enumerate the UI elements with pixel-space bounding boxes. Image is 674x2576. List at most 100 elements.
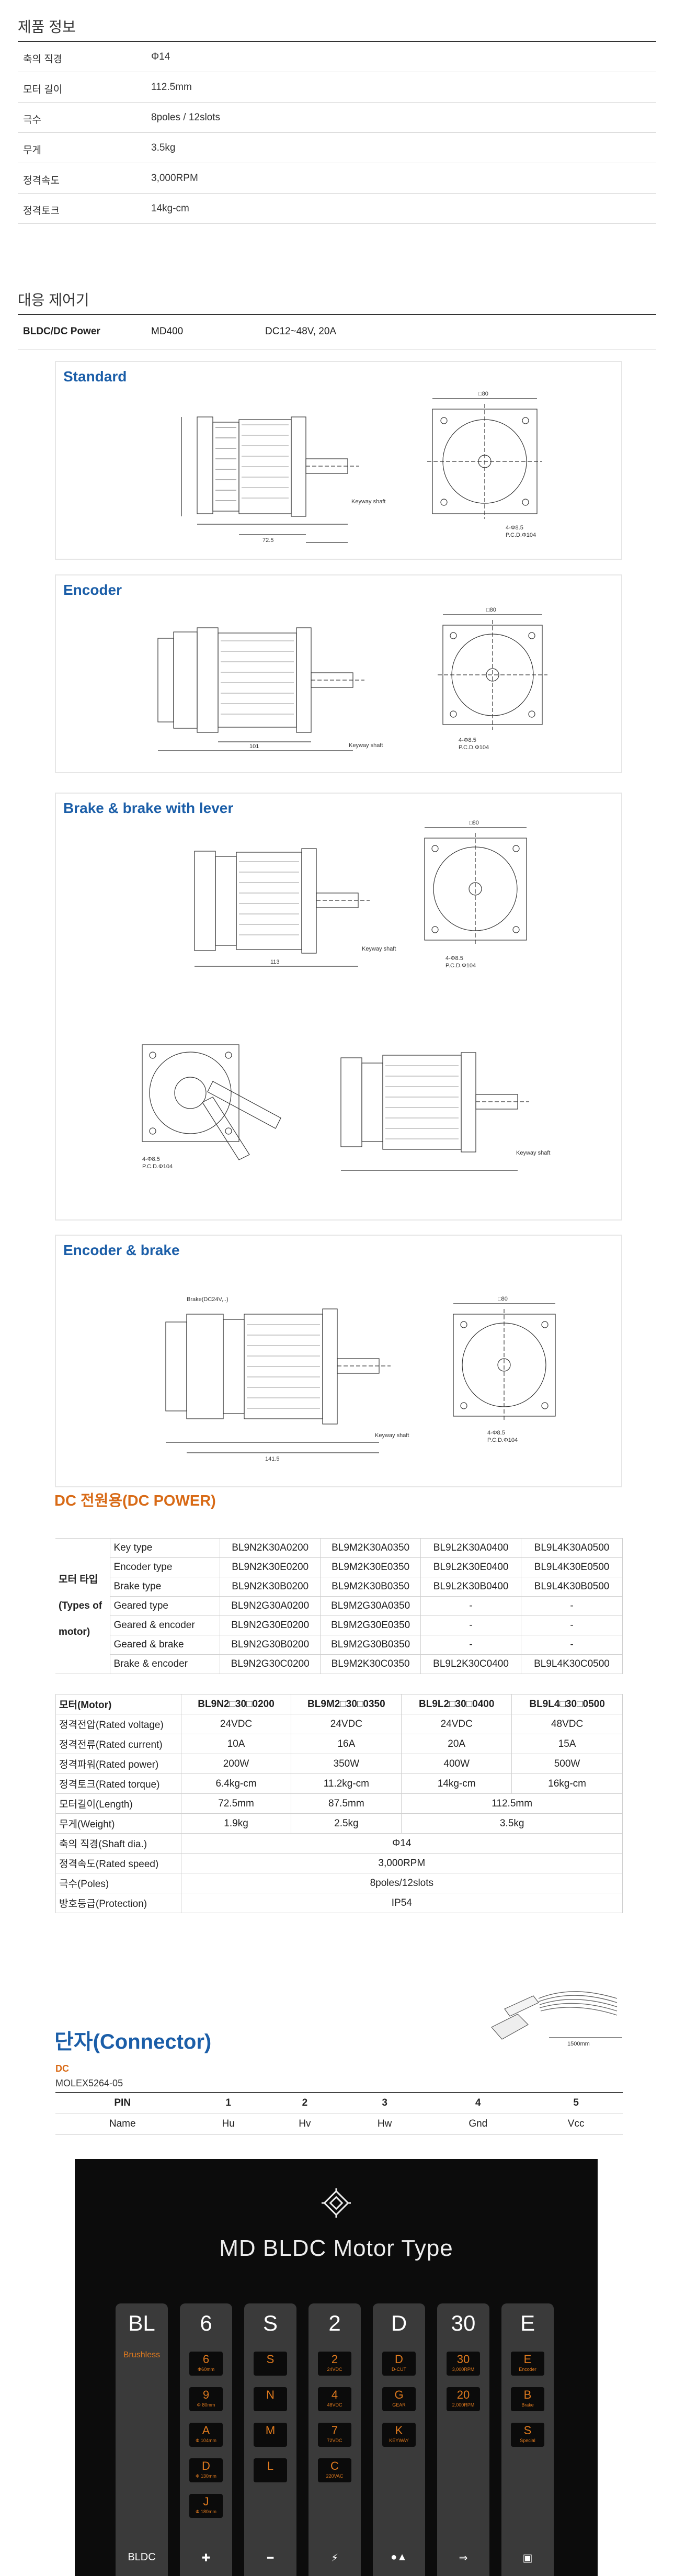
code-option-char: B (523, 2388, 532, 2401)
code-option-desc: D-CUT (392, 2367, 406, 2372)
type-label: Geared type (110, 1596, 221, 1616)
code-option-char: 30 (456, 2353, 470, 2366)
type-label: Encoder type (110, 1557, 221, 1577)
product-info-rule (18, 41, 656, 42)
code-option: C 220VAC (318, 2458, 351, 2482)
drawing-brake-title: Brake & brake with lever (63, 800, 234, 816)
code-option-char: 9 (202, 2388, 210, 2401)
connector-molex-label: MOLEX5264-05 (55, 2078, 123, 2088)
type-model: BL9L4K30A0500 (521, 1538, 623, 1558)
pin-name-cell: Name (55, 2114, 190, 2135)
info-row: 무게 3.5kg (18, 133, 656, 163)
spec-label: 정격속도(Rated speed) (55, 1853, 181, 1873)
type-model: BL9M2K30B0350 (320, 1577, 421, 1597)
code-option-char: C (330, 2459, 339, 2472)
controller-row: BLDC/DC Power MD400 DC12~48V, 20A (18, 315, 656, 349)
spec-value: 16kg-cm (511, 1773, 623, 1794)
code-option-desc: Φ 80mm (197, 2402, 215, 2408)
code-sub: Brushless (123, 2351, 161, 2359)
spec-value: 72.5mm (180, 1793, 292, 1814)
drawing-standard: Standard (55, 361, 622, 560)
spec-value: 87.5mm (291, 1793, 402, 1814)
pin-name-cell: Hu (189, 2114, 267, 2135)
encoder-length-label: 101 (249, 743, 259, 750)
code-option: G GEAR (382, 2387, 416, 2411)
connector-dc-label: DC (55, 2063, 69, 2074)
spec-value: 16A (291, 1734, 402, 1754)
code-option-desc: Encoder (519, 2367, 536, 2372)
type-model: - (420, 1615, 522, 1635)
code-option: S (254, 2352, 287, 2376)
type-label: Brake & encoder (110, 1654, 221, 1674)
type-model: BL9M2G30E0350 (320, 1615, 421, 1635)
info-value: 3.5kg (151, 142, 176, 153)
spec-label: 방호등급(Protection) (55, 1893, 181, 1913)
standard-keyway-label: Keyway shaft (351, 499, 385, 505)
code-option-char: 4 (331, 2388, 338, 2401)
code-option-char: S (523, 2424, 532, 2437)
brake-pcd-label: P.C.D.Φ104 (445, 963, 476, 969)
standard-holes-label: 4-Φ8.5 (506, 525, 523, 531)
code-option-char: M (265, 2424, 276, 2437)
type-model: BL9N2K30A0200 (220, 1538, 321, 1558)
encoder-brake-motor-drawing: Brake(DC24V,..) 141.5 Keyway shaft □80 4… (165, 1296, 556, 1462)
spec-value: 24VDC (401, 1714, 512, 1734)
code-option-char: A (202, 2424, 210, 2437)
info-row: 정격토크 14kg-cm (18, 194, 656, 224)
brake-lever-holes-label: 4-Φ8.5 (142, 1156, 160, 1162)
spec-label: 극수(Poles) (55, 1873, 181, 1893)
spec-value: 20A (401, 1734, 512, 1754)
spec-value: IP54 (180, 1893, 623, 1913)
code-option: 20 2,000RPM (447, 2387, 480, 2411)
code-option-char: N (266, 2388, 275, 2401)
type-model: BL9L4K30C0500 (521, 1654, 623, 1674)
drawing-encoder-title: Encoder (63, 582, 122, 598)
encoder-brake-note-label: Brake(DC24V,..) (187, 1296, 229, 1303)
code-letter: 6 (200, 2311, 212, 2335)
drawing-brake: Brake & brake with lever (55, 793, 622, 1221)
info-key: 축의 직경 (23, 54, 63, 65)
drawing-encoder: Encoder (55, 574, 622, 773)
spec-value: 15A (511, 1734, 623, 1754)
connector-title: 단자(Connector) (54, 2030, 212, 2053)
code-column: E E Encoder B Brake S Special ▣ (501, 2303, 554, 2576)
code-option-char: E (523, 2353, 532, 2366)
product-info-title: 제품 정보 (18, 19, 76, 35)
spec-value: 500W (511, 1754, 623, 1774)
controller-title: 대응 제어기 (18, 292, 89, 308)
info-row: 정격속도 3,000RPM (18, 163, 656, 194)
info-key: 정격속도 (23, 175, 60, 186)
info-row: 극수 8poles / 12slots (18, 103, 656, 133)
dc-power-title: DC 전원용(DC POWER) (54, 1493, 216, 1509)
code-option-desc: Φ 180mm (196, 2509, 216, 2514)
brake-keyway-label: Keyway shaft (362, 946, 396, 952)
type-model: BL9M2K30E0350 (320, 1557, 421, 1577)
code-option-desc: 2,000RPM (452, 2402, 475, 2408)
encoder-brake-pcd-label: P.C.D.Φ104 (487, 1437, 518, 1443)
info-key: 모터 길이 (23, 84, 63, 95)
brake-square-label: □80 (469, 820, 479, 826)
spec-value: 112.5mm (401, 1793, 623, 1814)
spec-label: 정격전압(Rated voltage) (55, 1714, 181, 1734)
type-model: BL9L2K30C0400 (420, 1654, 522, 1674)
pin-header-cell: PIN (55, 2092, 190, 2114)
type-model: BL9L2K30B0400 (420, 1577, 522, 1597)
spec-value: 6.4kg-cm (180, 1773, 292, 1794)
type-model: - (521, 1596, 623, 1616)
spec-value: 3.5kg (401, 1813, 623, 1834)
info-key: 정격토크 (23, 206, 60, 217)
spec-row: 축의 직경(Shaft dia.) Φ14 (55, 1833, 623, 1854)
type-label: Key type (110, 1538, 221, 1558)
code-option: D Φ 130mm (189, 2458, 223, 2482)
code-letter: 30 (451, 2311, 476, 2335)
code-letter: D (391, 2311, 407, 2335)
type-model: BL9N2G30E0200 (220, 1615, 321, 1635)
type-model: BL9M2K30A0350 (320, 1538, 421, 1558)
code-column: 30 30 3,000RPM 20 2,000RPM ⇒ (437, 2303, 489, 2576)
code-foot-icon: ▣ (522, 2552, 533, 2564)
encoder-brake-holes-label: 4-Φ8.5 (487, 1430, 505, 1436)
